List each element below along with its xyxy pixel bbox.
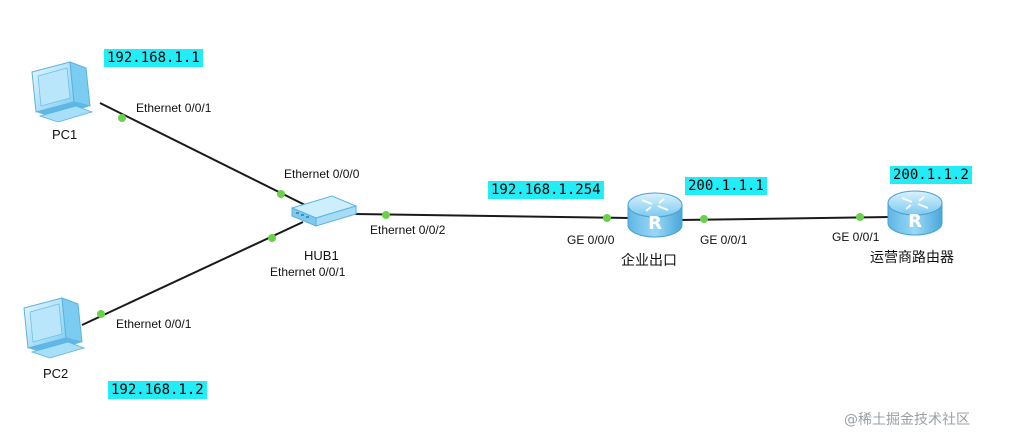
pc2-name: PC2 [43, 366, 69, 381]
router-icon[interactable]: R [627, 192, 683, 238]
pc1-ip-label: 192.168.1.1 [104, 49, 203, 67]
hub-port0-label: Ethernet 0/0/0 [284, 167, 360, 181]
hub1-name: HUB1 [304, 248, 339, 263]
port-dot-hub-e001 [268, 234, 276, 242]
port-dot-pc1 [118, 114, 126, 122]
port-dot-isp-ge001 [856, 213, 864, 221]
enterprise-router-name: 企业出口 [621, 253, 677, 269]
pc2-port-label: Ethernet 0/0/1 [116, 317, 192, 331]
router-ge001-label: GE 0/0/1 [700, 233, 748, 247]
isp-router-name: 运营商路由器 [870, 250, 954, 266]
port-dot-router-ge000 [603, 214, 611, 222]
isp-ge001-label: GE 0/0/1 [832, 230, 880, 244]
hub-icon[interactable] [290, 195, 358, 227]
port-dots [97, 114, 864, 318]
watermark: @稀土掘金技术社区 [844, 412, 970, 428]
link-router-isp [679, 216, 891, 221]
link-pc2-hub [81, 221, 304, 326]
svg-text:R: R [648, 213, 662, 234]
pc2-icon[interactable] [23, 297, 86, 359]
pc1-icon[interactable] [31, 61, 94, 123]
isp-ge001-ip-label: 200.1.1.2 [890, 166, 972, 184]
isp-router-icon[interactable]: R [887, 190, 943, 236]
port-dot-hub-e002 [382, 211, 390, 219]
port-dot-pc2 [97, 310, 105, 318]
port-dot-hub-e000 [277, 190, 285, 198]
hub-port1-label: Ethernet 0/0/1 [270, 265, 346, 279]
router-ge000-label: GE 0/0/0 [567, 233, 615, 247]
port-dot-router-ge001 [700, 215, 708, 223]
svg-text:R: R [908, 211, 922, 232]
link-pc1-hub [99, 102, 306, 206]
pc1-name: PC1 [52, 127, 78, 142]
router-ge001-ip-label: 200.1.1.1 [685, 177, 767, 195]
pc1-port-label: Ethernet 0/0/1 [136, 101, 212, 115]
link-hub-router [354, 213, 631, 219]
pc2-ip-label: 192.168.1.2 [108, 381, 207, 399]
router-ge000-ip-label: 192.168.1.254 [488, 181, 604, 199]
hub-port2-label: Ethernet 0/0/2 [370, 223, 446, 237]
